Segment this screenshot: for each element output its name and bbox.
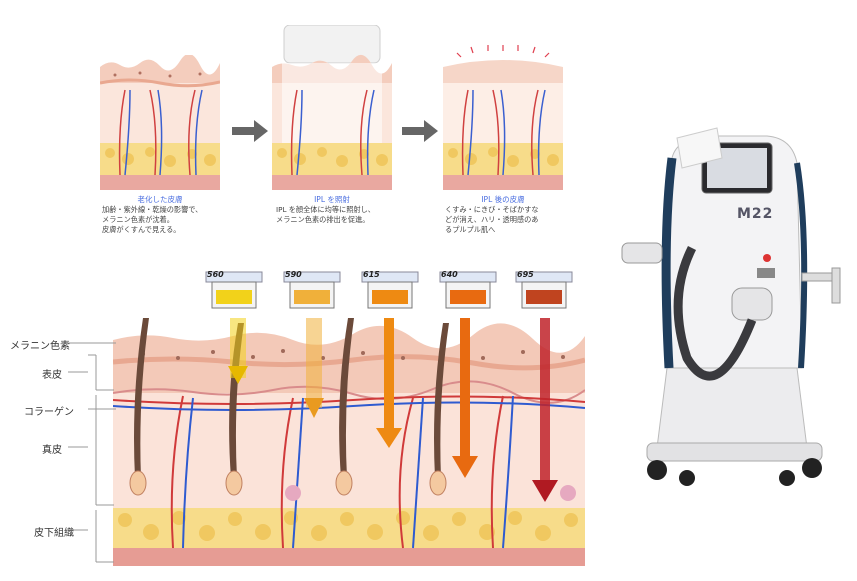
filter-615-icon xyxy=(361,271,419,309)
stage-3-text: くすみ・にきび・そばかすな どが消え、ハリ・透明感のあ るプルプル肌へ xyxy=(445,205,539,234)
filter-590-label: 590 xyxy=(285,270,302,279)
stage-1-title: 老化した皮膚 xyxy=(137,195,183,204)
filter-590-icon xyxy=(283,271,341,309)
stage-3-title: IPL 後の皮膚 xyxy=(481,195,525,204)
filter-695-label: 695 xyxy=(517,270,534,279)
filter-560-label: 560 xyxy=(207,270,224,279)
label-subcutaneous: 皮下組織 xyxy=(34,528,74,539)
stage-1-text: 加齢・紫外線・乾燥の影響で、 メラニン色素が沈着。 皮膚がくすんで見える。 xyxy=(102,205,203,234)
skin-cross-section xyxy=(113,318,585,566)
filter-640-label: 640 xyxy=(441,270,458,279)
label-collagen: コラーゲン xyxy=(24,407,74,418)
label-melanin: メラニン色素 xyxy=(10,341,70,352)
aged-skin-illustration xyxy=(100,55,220,190)
ipl-irradiation-illustration xyxy=(272,25,392,190)
ipl-device-image xyxy=(621,127,841,486)
stage-2-title: IPL を照射 xyxy=(314,195,350,204)
label-dermis: 真皮 xyxy=(42,445,62,456)
stage-2-text: IPL を顔全体に均等に照射し、 メラニン色素の排出を促進。 xyxy=(276,205,375,224)
arrow-right-icon xyxy=(402,120,438,142)
filter-695-icon xyxy=(515,271,573,309)
label-epidermis: 表皮 xyxy=(42,370,62,381)
layer-bracket-lines xyxy=(68,342,116,563)
filter-560-icon xyxy=(205,271,263,309)
arrow-right-icon xyxy=(232,120,268,142)
filter-640-icon xyxy=(439,271,497,309)
device-brand-logo: M22 xyxy=(737,206,774,222)
filter-615-label: 615 xyxy=(363,270,380,279)
post-ipl-skin-illustration xyxy=(443,45,563,190)
